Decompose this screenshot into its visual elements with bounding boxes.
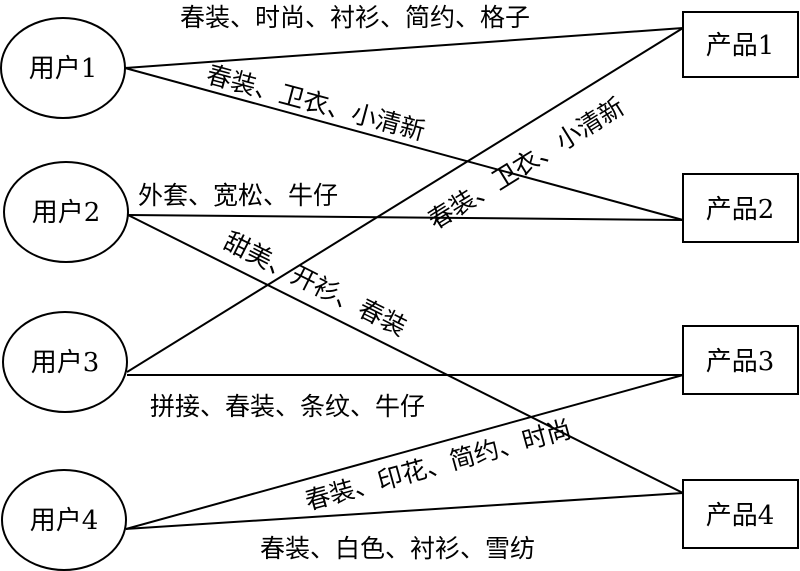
product-nodes: 产品1 产品2 产品3 产品4 <box>682 11 799 549</box>
product-node-2: 产品2 <box>682 173 799 243</box>
edge-u3-p1 <box>126 27 684 373</box>
user-node-1: 用户1 <box>0 17 126 119</box>
edge-label-u4-p3: 春装、印花、简约、时尚 <box>302 414 575 515</box>
edge-u2-p4 <box>127 214 684 494</box>
user-node-label: 用户2 <box>32 198 101 228</box>
user-nodes: 用户1 用户2 用户3 用户4 <box>0 17 129 571</box>
product-node-3: 产品3 <box>682 325 799 395</box>
product-node-label: 产品2 <box>706 195 775 225</box>
edge-u4-p4 <box>125 492 684 530</box>
edge-u4-p3 <box>125 374 684 530</box>
edge-u1-p2 <box>124 67 684 221</box>
user-node-3: 用户3 <box>2 311 128 413</box>
edge-label-u2-p2: 外套、宽松、牛仔 <box>138 181 338 210</box>
edge-label-u3-p1: 春装、卫衣、小清新 <box>423 92 630 235</box>
edge-label-u1-p1: 春装、时尚、衬衫、简约、格子 <box>180 3 530 32</box>
product-node-1: 产品1 <box>682 11 799 78</box>
edge-labels: 春装、时尚、衬衫、简约、格子 春装、卫衣、小清新 外套、宽松、牛仔 甜美、开衫、… <box>138 3 629 563</box>
edge-label-u3-p3: 拼接、春装、条纹、牛仔 <box>150 392 425 421</box>
user-node-label: 用户3 <box>31 348 100 378</box>
edge-u2-p2 <box>127 214 684 221</box>
user-node-2: 用户2 <box>3 161 129 263</box>
product-node-4: 产品4 <box>682 479 799 549</box>
user-node-label: 用户1 <box>29 54 98 84</box>
user-node-4: 用户4 <box>1 469 127 571</box>
edge-u1-p1 <box>124 27 684 69</box>
edges <box>124 27 684 530</box>
edge-label-u2-p4: 甜美、开衫、春装 <box>219 226 411 341</box>
edge-label-u1-p2: 春装、卫衣、小清新 <box>203 60 428 146</box>
product-node-label: 产品3 <box>706 347 775 377</box>
edge-label-u4-p4: 春装、白色、衬衫、雪纺 <box>260 534 535 563</box>
product-node-label: 产品1 <box>706 31 775 61</box>
product-node-label: 产品4 <box>706 501 775 531</box>
user-node-label: 用户4 <box>30 506 99 536</box>
